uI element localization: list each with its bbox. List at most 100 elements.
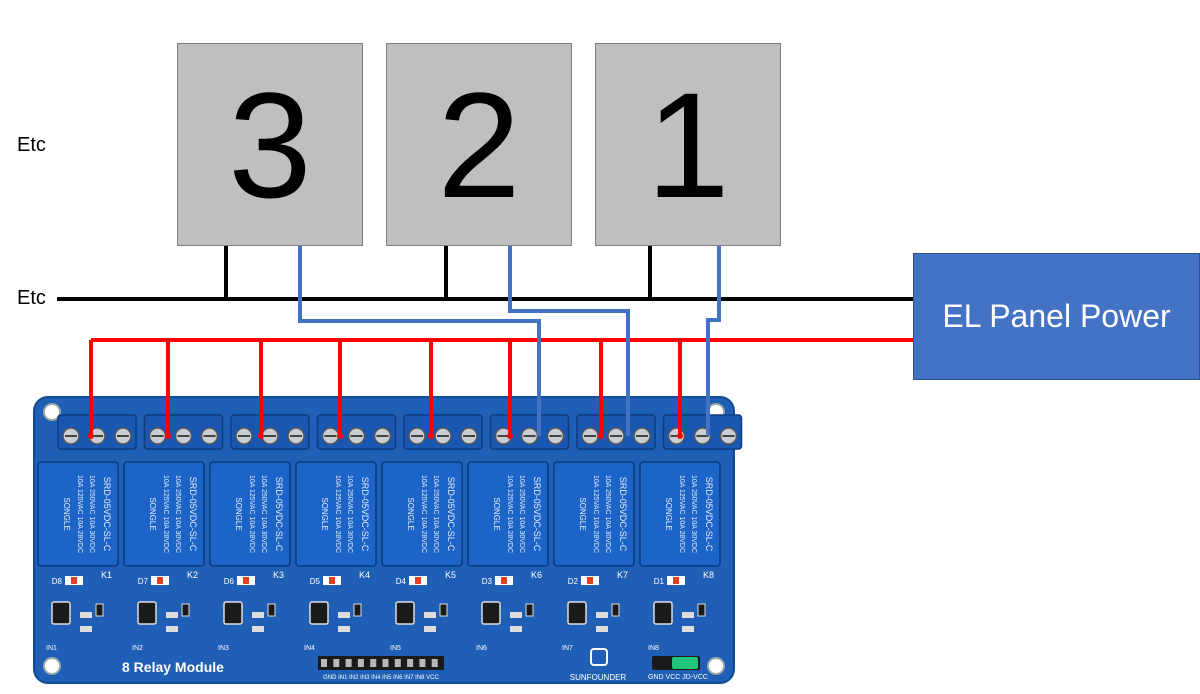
el-panel-1: 1 bbox=[595, 43, 781, 246]
led-lens bbox=[71, 577, 77, 584]
brand-text: SUNFOUNDER bbox=[570, 673, 627, 682]
input-led-id: IN3 bbox=[218, 645, 229, 652]
red-wire-end bbox=[88, 433, 94, 439]
relay-rating-text: 10A 125VAC 10A 28VDC bbox=[334, 475, 341, 553]
resistor bbox=[510, 626, 522, 632]
relay-brand-text: SONGLE bbox=[492, 497, 501, 530]
jumper-pin-labels: GND VCC JD-VCC bbox=[648, 674, 708, 681]
input-led-id: IN6 bbox=[476, 645, 487, 652]
header-pin bbox=[394, 659, 401, 667]
relay-model-text: SRD-05VDC-SL-C bbox=[704, 477, 714, 552]
transistor bbox=[267, 603, 276, 617]
relay-rating-text: 10A 250VAC 10A 30VDC bbox=[604, 475, 611, 553]
relay-model-text: SRD-05VDC-SL-C bbox=[618, 477, 628, 552]
header-pin bbox=[407, 659, 414, 667]
el-panel-3: 3 bbox=[177, 43, 363, 246]
relay-model-text: SRD-05VDC-SL-C bbox=[360, 477, 370, 552]
blue-control-wire bbox=[706, 246, 721, 436]
relay-body bbox=[295, 461, 377, 567]
optocoupler bbox=[395, 601, 415, 625]
el-panel-power-box: EL Panel Power bbox=[913, 253, 1200, 380]
etc-label-bus: Etc bbox=[17, 287, 46, 309]
optocoupler bbox=[481, 601, 501, 625]
blue-control-wire bbox=[508, 246, 630, 436]
input-led-id: IN8 bbox=[648, 645, 659, 652]
led-id: D4 bbox=[396, 577, 407, 586]
header-pin bbox=[382, 659, 389, 667]
transistor bbox=[611, 603, 620, 617]
resistor bbox=[252, 612, 264, 618]
relay-body bbox=[37, 461, 119, 567]
header-pin bbox=[419, 659, 426, 667]
relay-model-text: SRD-05VDC-SL-C bbox=[188, 477, 198, 552]
mount-hole bbox=[43, 657, 61, 675]
resistor bbox=[338, 626, 350, 632]
relay-brand-text: SONGLE bbox=[234, 497, 243, 530]
led-id: D7 bbox=[138, 577, 149, 586]
led-id: D2 bbox=[568, 577, 579, 586]
input-led-id: IN2 bbox=[132, 645, 143, 652]
relay-rating-text: 10A 250VAC 10A 30VDC bbox=[260, 475, 267, 553]
red-wire-end bbox=[598, 433, 604, 439]
relay-body bbox=[123, 461, 205, 567]
header-pin bbox=[321, 659, 327, 667]
relay-rating-text: 10A 125VAC 10A 28VDC bbox=[420, 475, 427, 553]
led-lens bbox=[673, 577, 679, 584]
resistor bbox=[166, 612, 178, 618]
led-lens bbox=[415, 577, 421, 584]
input-led-id: IN7 bbox=[562, 645, 573, 652]
relay-model-text: SRD-05VDC-SL-C bbox=[532, 477, 542, 552]
relay-id: K6 bbox=[531, 570, 542, 580]
resistor bbox=[252, 626, 264, 632]
led-id: D8 bbox=[52, 577, 63, 586]
led-lens bbox=[501, 577, 507, 584]
relay-rating-text: 10A 250VAC 10A 30VDC bbox=[174, 475, 181, 553]
input-led-id: IN1 bbox=[46, 645, 57, 652]
red-wire-end bbox=[165, 433, 171, 439]
optocoupler bbox=[567, 601, 587, 625]
sunfounder-logo bbox=[590, 648, 608, 666]
relay-id: K1 bbox=[101, 570, 112, 580]
relay-brand-text: SONGLE bbox=[62, 497, 71, 530]
relay-model-text: SRD-05VDC-SL-C bbox=[274, 477, 284, 552]
resistor bbox=[166, 626, 178, 632]
optocoupler bbox=[137, 601, 157, 625]
transistor bbox=[697, 603, 706, 617]
relay-id: K3 bbox=[273, 570, 284, 580]
relay-id: K4 bbox=[359, 570, 370, 580]
relay-body bbox=[209, 461, 291, 567]
led-id: D1 bbox=[654, 577, 665, 586]
relay-rating-text: 10A 125VAC 10A 28VDC bbox=[162, 475, 169, 553]
header-pin bbox=[357, 659, 364, 667]
header-pin bbox=[333, 659, 340, 667]
transistor bbox=[353, 603, 362, 617]
relay-model-text: SRD-05VDC-SL-C bbox=[102, 477, 112, 552]
etc-label-top: Etc bbox=[17, 134, 46, 156]
led-id: D6 bbox=[224, 577, 235, 586]
led-lens bbox=[243, 577, 249, 584]
mount-hole bbox=[43, 403, 61, 421]
relay-body bbox=[553, 461, 635, 567]
relay-rating-text: 10A 250VAC 10A 30VDC bbox=[690, 475, 697, 553]
relay-rating-text: 10A 125VAC 10A 28VDC bbox=[506, 475, 513, 553]
optocoupler bbox=[653, 601, 673, 625]
relay-rating-text: 10A 250VAC 10A 30VDC bbox=[88, 475, 95, 553]
relay-brand-text: SONGLE bbox=[664, 497, 673, 530]
resistor bbox=[682, 612, 694, 618]
relay-brand-text: SONGLE bbox=[148, 497, 157, 530]
mount-hole bbox=[707, 657, 725, 675]
relay-body bbox=[639, 461, 721, 567]
jumper-cap bbox=[672, 657, 698, 669]
transistor bbox=[181, 603, 190, 617]
resistor bbox=[80, 626, 92, 632]
resistor bbox=[80, 612, 92, 618]
el-panel-2: 2 bbox=[386, 43, 572, 246]
led-id: D3 bbox=[482, 577, 493, 586]
relay-brand-text: SONGLE bbox=[578, 497, 587, 530]
optocoupler bbox=[51, 601, 71, 625]
red-wire-end bbox=[507, 433, 513, 439]
relay-id: K7 bbox=[617, 570, 628, 580]
